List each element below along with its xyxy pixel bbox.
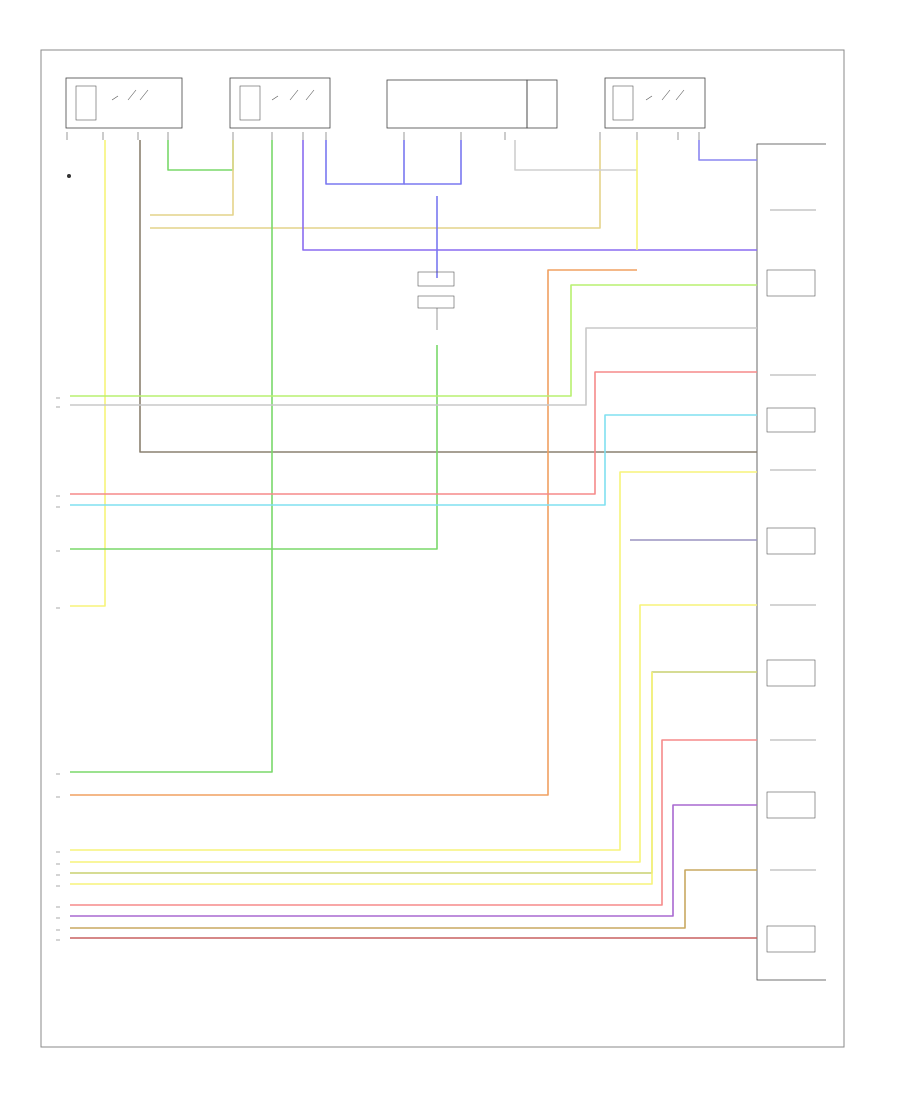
wire-brown <box>139 140 757 453</box>
wire-light-green <box>70 284 757 397</box>
wire-blue-1 <box>325 140 405 185</box>
wire-yellow-1 <box>70 471 757 851</box>
wire-yellow-left <box>70 140 106 607</box>
wire-green-long <box>70 140 273 773</box>
wire-olive <box>70 869 757 929</box>
wire-cyan <box>70 414 757 506</box>
wire-gray <box>70 327 757 406</box>
wire-red <box>70 371 757 495</box>
left-connector-pins <box>56 397 60 941</box>
wire-purple <box>302 140 757 251</box>
wire-green-mid <box>70 345 438 550</box>
wire-yellow-4 <box>70 672 653 885</box>
wire-gray-top <box>514 140 637 171</box>
relay-pins <box>66 132 700 140</box>
diagram-frame <box>40 49 845 1048</box>
wire-yellow-2 <box>70 604 757 863</box>
relay-box-1 <box>65 77 183 129</box>
wire-red-2 <box>70 739 757 906</box>
wire-tan-1 <box>150 140 234 216</box>
wire-green-top <box>167 140 234 171</box>
wire-orange <box>70 269 637 796</box>
ground-symbol <box>67 174 71 178</box>
relay-box-4 <box>604 77 706 129</box>
relay-box-2 <box>229 77 331 129</box>
wire-blue-right <box>698 140 757 161</box>
wires <box>70 140 757 939</box>
right-component-column <box>756 143 826 981</box>
wire-blue-2 <box>404 140 462 185</box>
splice-node <box>417 271 455 330</box>
wire-purple-2 <box>70 804 757 917</box>
relay-box-3 <box>386 79 558 129</box>
